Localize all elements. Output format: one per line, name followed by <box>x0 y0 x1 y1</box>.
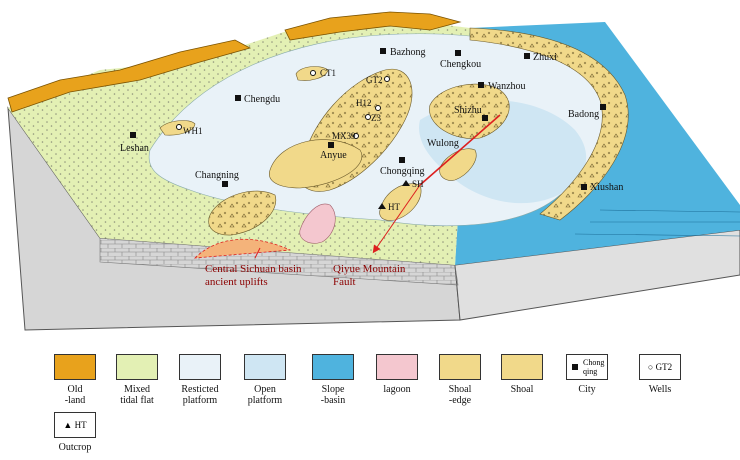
outcrop-sh: SH <box>402 179 424 189</box>
old-land-north <box>284 11 462 41</box>
svg-text:Badong: Badong <box>568 109 599 120</box>
uplift-mound <box>193 238 292 259</box>
svg-text:SH: SH <box>412 179 424 189</box>
shoal-sh <box>379 183 422 221</box>
city-shizhu: Shizhu <box>454 105 488 121</box>
swatch-slope-basin <box>312 354 354 380</box>
svg-text:Wanzhou: Wanzhou <box>488 81 526 92</box>
swatch-restricted <box>179 354 221 380</box>
svg-text:CT1: CT1 <box>320 68 336 78</box>
swatch-tidal-flat <box>116 354 158 380</box>
legend-label-wells: Wells <box>648 384 672 395</box>
city-chengkou: Chengkou <box>440 50 481 70</box>
uplift-arrow <box>254 247 261 259</box>
swatch-outcrop-sample: HT <box>74 420 87 430</box>
svg-text:WH1: WH1 <box>183 126 203 136</box>
city-chengdu: Chengdu <box>235 94 280 105</box>
svg-text:Bazhong: Bazhong <box>390 47 426 58</box>
legend-label-shoal: Shoal <box>510 384 534 395</box>
city-badong: Badong <box>568 104 606 120</box>
swatch-wells: ○ GT2 <box>639 354 681 380</box>
well-z3: Z3 <box>365 113 381 123</box>
svg-text:Z3: Z3 <box>371 113 381 123</box>
svg-text:Shizhu: Shizhu <box>454 105 482 116</box>
svg-text:Chengkou: Chengkou <box>440 59 481 70</box>
outcrop-ht: HT <box>378 202 400 212</box>
city-xiushan: Xiushan <box>581 182 623 193</box>
swatch-shoal-edge <box>439 354 481 380</box>
well-h12: H12 <box>356 98 381 111</box>
svg-text:Chongqing: Chongqing <box>380 166 424 177</box>
legend-outcrop: ▲ HT Outcrop <box>40 412 110 453</box>
legend-slope-basin: Slope-basin <box>298 354 368 406</box>
shoal-southwest-texture <box>208 191 276 236</box>
svg-text:Chengdu: Chengdu <box>244 94 280 105</box>
legend-label-lagoon: lagoon <box>383 384 411 395</box>
legend-wells: ○ GT2 Wells <box>625 354 695 395</box>
city-leshan: Leshan <box>120 132 149 154</box>
lagoon-area <box>299 203 336 244</box>
legend-shoal-edge: Shoal-edge <box>425 354 495 406</box>
well-ct1: CT1 <box>310 68 336 78</box>
svg-text:GT2: GT2 <box>366 75 383 85</box>
swatch-outcrop: ▲ HT <box>54 412 96 438</box>
legend-label-outcrop: Outcrop <box>58 442 92 453</box>
swatch-old-land <box>54 354 96 380</box>
swatch-lagoon <box>376 354 418 380</box>
city-wulong: Wulong <box>427 138 459 149</box>
swatch-open-platform <box>244 354 286 380</box>
city-square-icon <box>572 364 578 370</box>
city-wanzhou: Wanzhou <box>478 81 526 92</box>
old-land-west <box>7 39 252 113</box>
block-diagram: Bazhong Chengkou Zhuxi Chengdu Wanzhou B… <box>7 11 740 331</box>
legend-shoal: Shoal <box>487 354 557 395</box>
front-strata <box>99 237 459 286</box>
svg-text:Anyue: Anyue <box>320 150 347 161</box>
well-mx39: MX39 <box>332 131 359 141</box>
svg-text:HT: HT <box>388 202 400 212</box>
legend-label-shoal-edge: Shoal-edge <box>448 384 472 406</box>
svg-text:Leshan: Leshan <box>120 143 149 154</box>
city-anyue: Anyue <box>320 142 347 161</box>
swatch-wells-sample: GT2 <box>655 362 673 372</box>
svg-text:Changning: Changning <box>195 170 239 181</box>
slope-basin-lines <box>574 209 740 237</box>
svg-text:Zhuxi: Zhuxi <box>533 52 557 63</box>
well-wh1: WH1 <box>176 124 203 136</box>
svg-text:Wulong: Wulong <box>427 138 459 149</box>
shoal-anyue <box>269 139 363 189</box>
city-zhuxi: Zhuxi <box>524 52 557 63</box>
qiyue-fault-arrow <box>372 184 421 254</box>
city-bazhong: Bazhong <box>380 47 426 58</box>
qiyue-fault-line <box>419 114 501 186</box>
legend-label-slope-basin: Slope-basin <box>320 384 346 406</box>
legend-label-old-land: Old-land <box>64 384 86 406</box>
swatch-shoal <box>501 354 543 380</box>
svg-text:MX39: MX39 <box>332 131 356 141</box>
city-chongqing: Chongqing <box>380 157 424 177</box>
shoal-wulong <box>439 148 477 181</box>
svg-text:H12: H12 <box>356 98 372 108</box>
legend-old-land: Old-land <box>40 354 110 406</box>
legend-label-city: City <box>578 384 596 395</box>
block-right-face <box>454 229 740 321</box>
shoal-ring-east-texture <box>470 28 629 220</box>
legend-lagoon: lagoon <box>362 354 432 395</box>
city-changning: Changning <box>195 170 239 187</box>
well-gt2: GT2 <box>366 75 390 85</box>
svg-text:Xiushan: Xiushan <box>590 182 623 193</box>
